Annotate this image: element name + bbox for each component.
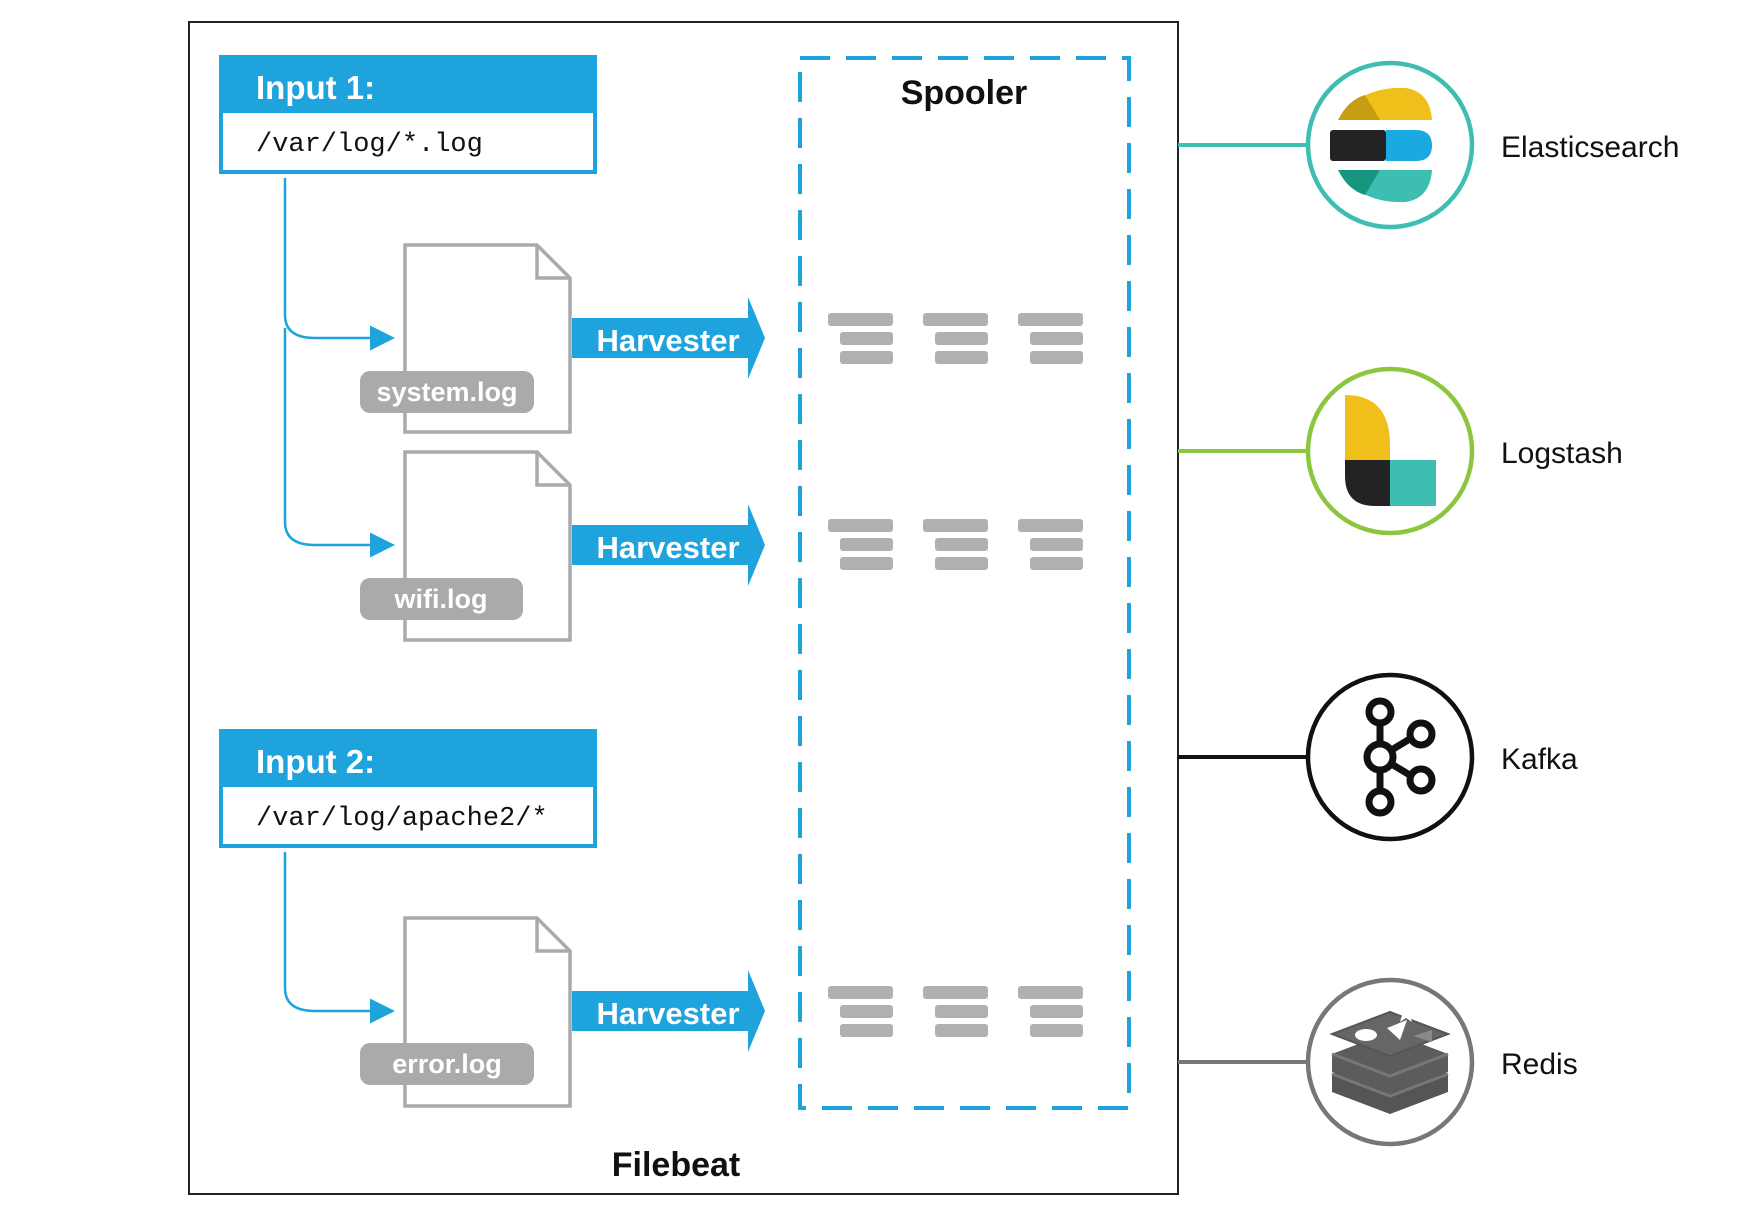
file-system-log: system.log xyxy=(360,243,572,434)
input-2-to-error-log-arrow xyxy=(283,852,395,1024)
input-1-to-wifi-log-arrow xyxy=(283,328,395,558)
spooler-queue-row-1 xyxy=(828,313,1083,364)
input-1-to-system-log-arrow xyxy=(283,178,395,351)
file-error-log: error.log xyxy=(360,916,572,1108)
queue-stack-icon xyxy=(923,519,988,570)
spooler-container xyxy=(798,56,1131,1110)
spooler-label: Spooler xyxy=(901,74,1028,112)
harvester-arrow-3: Harvester xyxy=(572,970,765,1052)
file-name-badge xyxy=(360,1043,534,1085)
harvester-arrow-2: Harvester xyxy=(572,504,765,586)
output-logstash: Logstash xyxy=(1305,366,1623,536)
output-label: Redis xyxy=(1501,1048,1578,1081)
input-1-title: Input 1: xyxy=(256,69,375,106)
spooler-queue-row-3 xyxy=(828,986,1083,1037)
harvester-label: Harvester xyxy=(596,996,739,1031)
input-2-box: Input 2: /var/log/apache2/* xyxy=(219,729,597,848)
harvester-label: Harvester xyxy=(596,323,739,358)
elasticsearch-logo-icon xyxy=(1330,87,1432,203)
output-redis: Redis xyxy=(1305,977,1578,1147)
queue-stack-icon xyxy=(828,313,893,364)
input-1-box: Input 1: /var/log/*.log xyxy=(219,55,597,174)
harvester-arrow-1: Harvester xyxy=(572,297,765,379)
filebeat-container xyxy=(188,21,1179,1195)
queue-stack-icon xyxy=(828,519,893,570)
file-name-label: error.log xyxy=(392,1049,502,1079)
spooler-queue-row-2 xyxy=(828,519,1083,570)
filebeat-label: Filebeat xyxy=(612,1146,740,1184)
output-kafka: Kafka xyxy=(1305,672,1578,842)
output-label: Elasticsearch xyxy=(1501,131,1679,164)
file-name-badge xyxy=(360,578,523,620)
file-name-label: wifi.log xyxy=(394,584,488,614)
queue-stack-icon xyxy=(1018,519,1083,570)
logstash-logo-icon xyxy=(1345,395,1436,506)
file-name-label: system.log xyxy=(376,377,517,407)
kafka-logo-icon xyxy=(1363,697,1436,817)
input-2-path: /var/log/apache2/* xyxy=(256,804,548,834)
output-label: Kafka xyxy=(1501,743,1578,776)
file-wifi-log: wifi.log xyxy=(360,450,572,642)
queue-stack-icon xyxy=(1018,986,1083,1037)
input-1-path: /var/log/*.log xyxy=(256,130,483,160)
harvester-label: Harvester xyxy=(596,530,739,565)
queue-stack-icon xyxy=(923,313,988,364)
output-elasticsearch: Elasticsearch xyxy=(1305,60,1679,230)
file-name-badge xyxy=(360,371,534,413)
queue-stack-icon xyxy=(828,986,893,1037)
queue-stack-icon xyxy=(1018,313,1083,364)
input-2-title: Input 2: xyxy=(256,743,375,780)
redis-logo-icon xyxy=(1329,1004,1451,1114)
queue-stack-icon xyxy=(923,986,988,1037)
output-label: Logstash xyxy=(1501,437,1623,470)
